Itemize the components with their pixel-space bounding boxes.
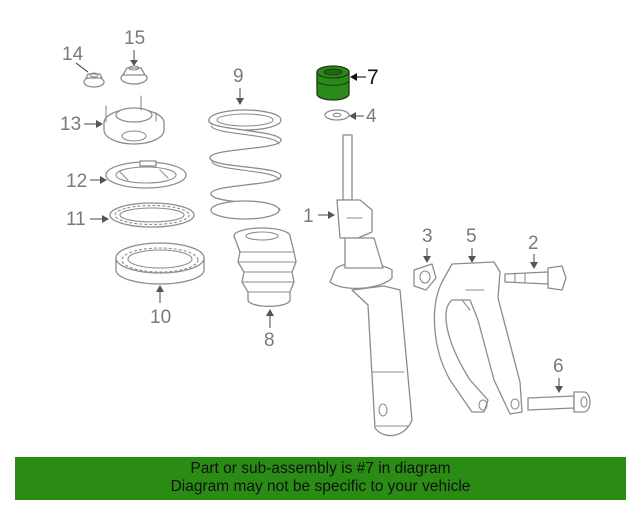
callout-11: 11	[66, 209, 86, 230]
part-5-bracket[interactable]	[433, 261, 523, 415]
part-8-dust-boot[interactable]	[233, 227, 297, 307]
callout-1: 1	[303, 206, 314, 227]
part-7-jounce-bumper[interactable]	[316, 65, 350, 101]
callout-10: 10	[150, 307, 171, 328]
part-14-nut[interactable]	[83, 72, 105, 88]
banner-line-1: Part or sub-assembly is #7 in diagram	[190, 460, 451, 477]
parts-diagram: 14 15 13 12 11	[60, 28, 591, 437]
callout-5: 5	[466, 226, 477, 247]
callout-4: 4	[366, 106, 377, 127]
part-11-seat-ring[interactable]	[109, 202, 195, 228]
callout-15: 15	[124, 28, 145, 49]
part-10-lower-seat[interactable]	[115, 242, 205, 285]
part-4-washer[interactable]	[324, 109, 350, 121]
callout-9: 9	[233, 66, 244, 87]
callout-12: 12	[66, 171, 87, 192]
part-3-nut[interactable]	[413, 263, 437, 291]
callout-2: 2	[528, 233, 539, 254]
banner-line-2: Diagram may not be specific to your vehi…	[170, 478, 471, 495]
part-12-bearing[interactable]	[105, 160, 187, 189]
callout-8: 8	[264, 330, 275, 351]
callout-6: 6	[553, 356, 564, 377]
callout-14: 14	[62, 44, 84, 65]
info-banner: Part or sub-assembly is #7 in diagram Di…	[15, 457, 626, 500]
part-1-strut[interactable]	[329, 134, 413, 437]
part-6-bolt[interactable]	[527, 391, 591, 413]
part-13-strut-mount[interactable]	[103, 95, 165, 145]
part-9-coil-spring[interactable]	[208, 109, 282, 220]
part-15-nut[interactable]	[120, 65, 148, 85]
callout-13: 13	[60, 114, 81, 135]
callout-3: 3	[422, 226, 433, 247]
part-2-bolt[interactable]	[504, 265, 567, 291]
callout-7: 7	[367, 66, 379, 89]
